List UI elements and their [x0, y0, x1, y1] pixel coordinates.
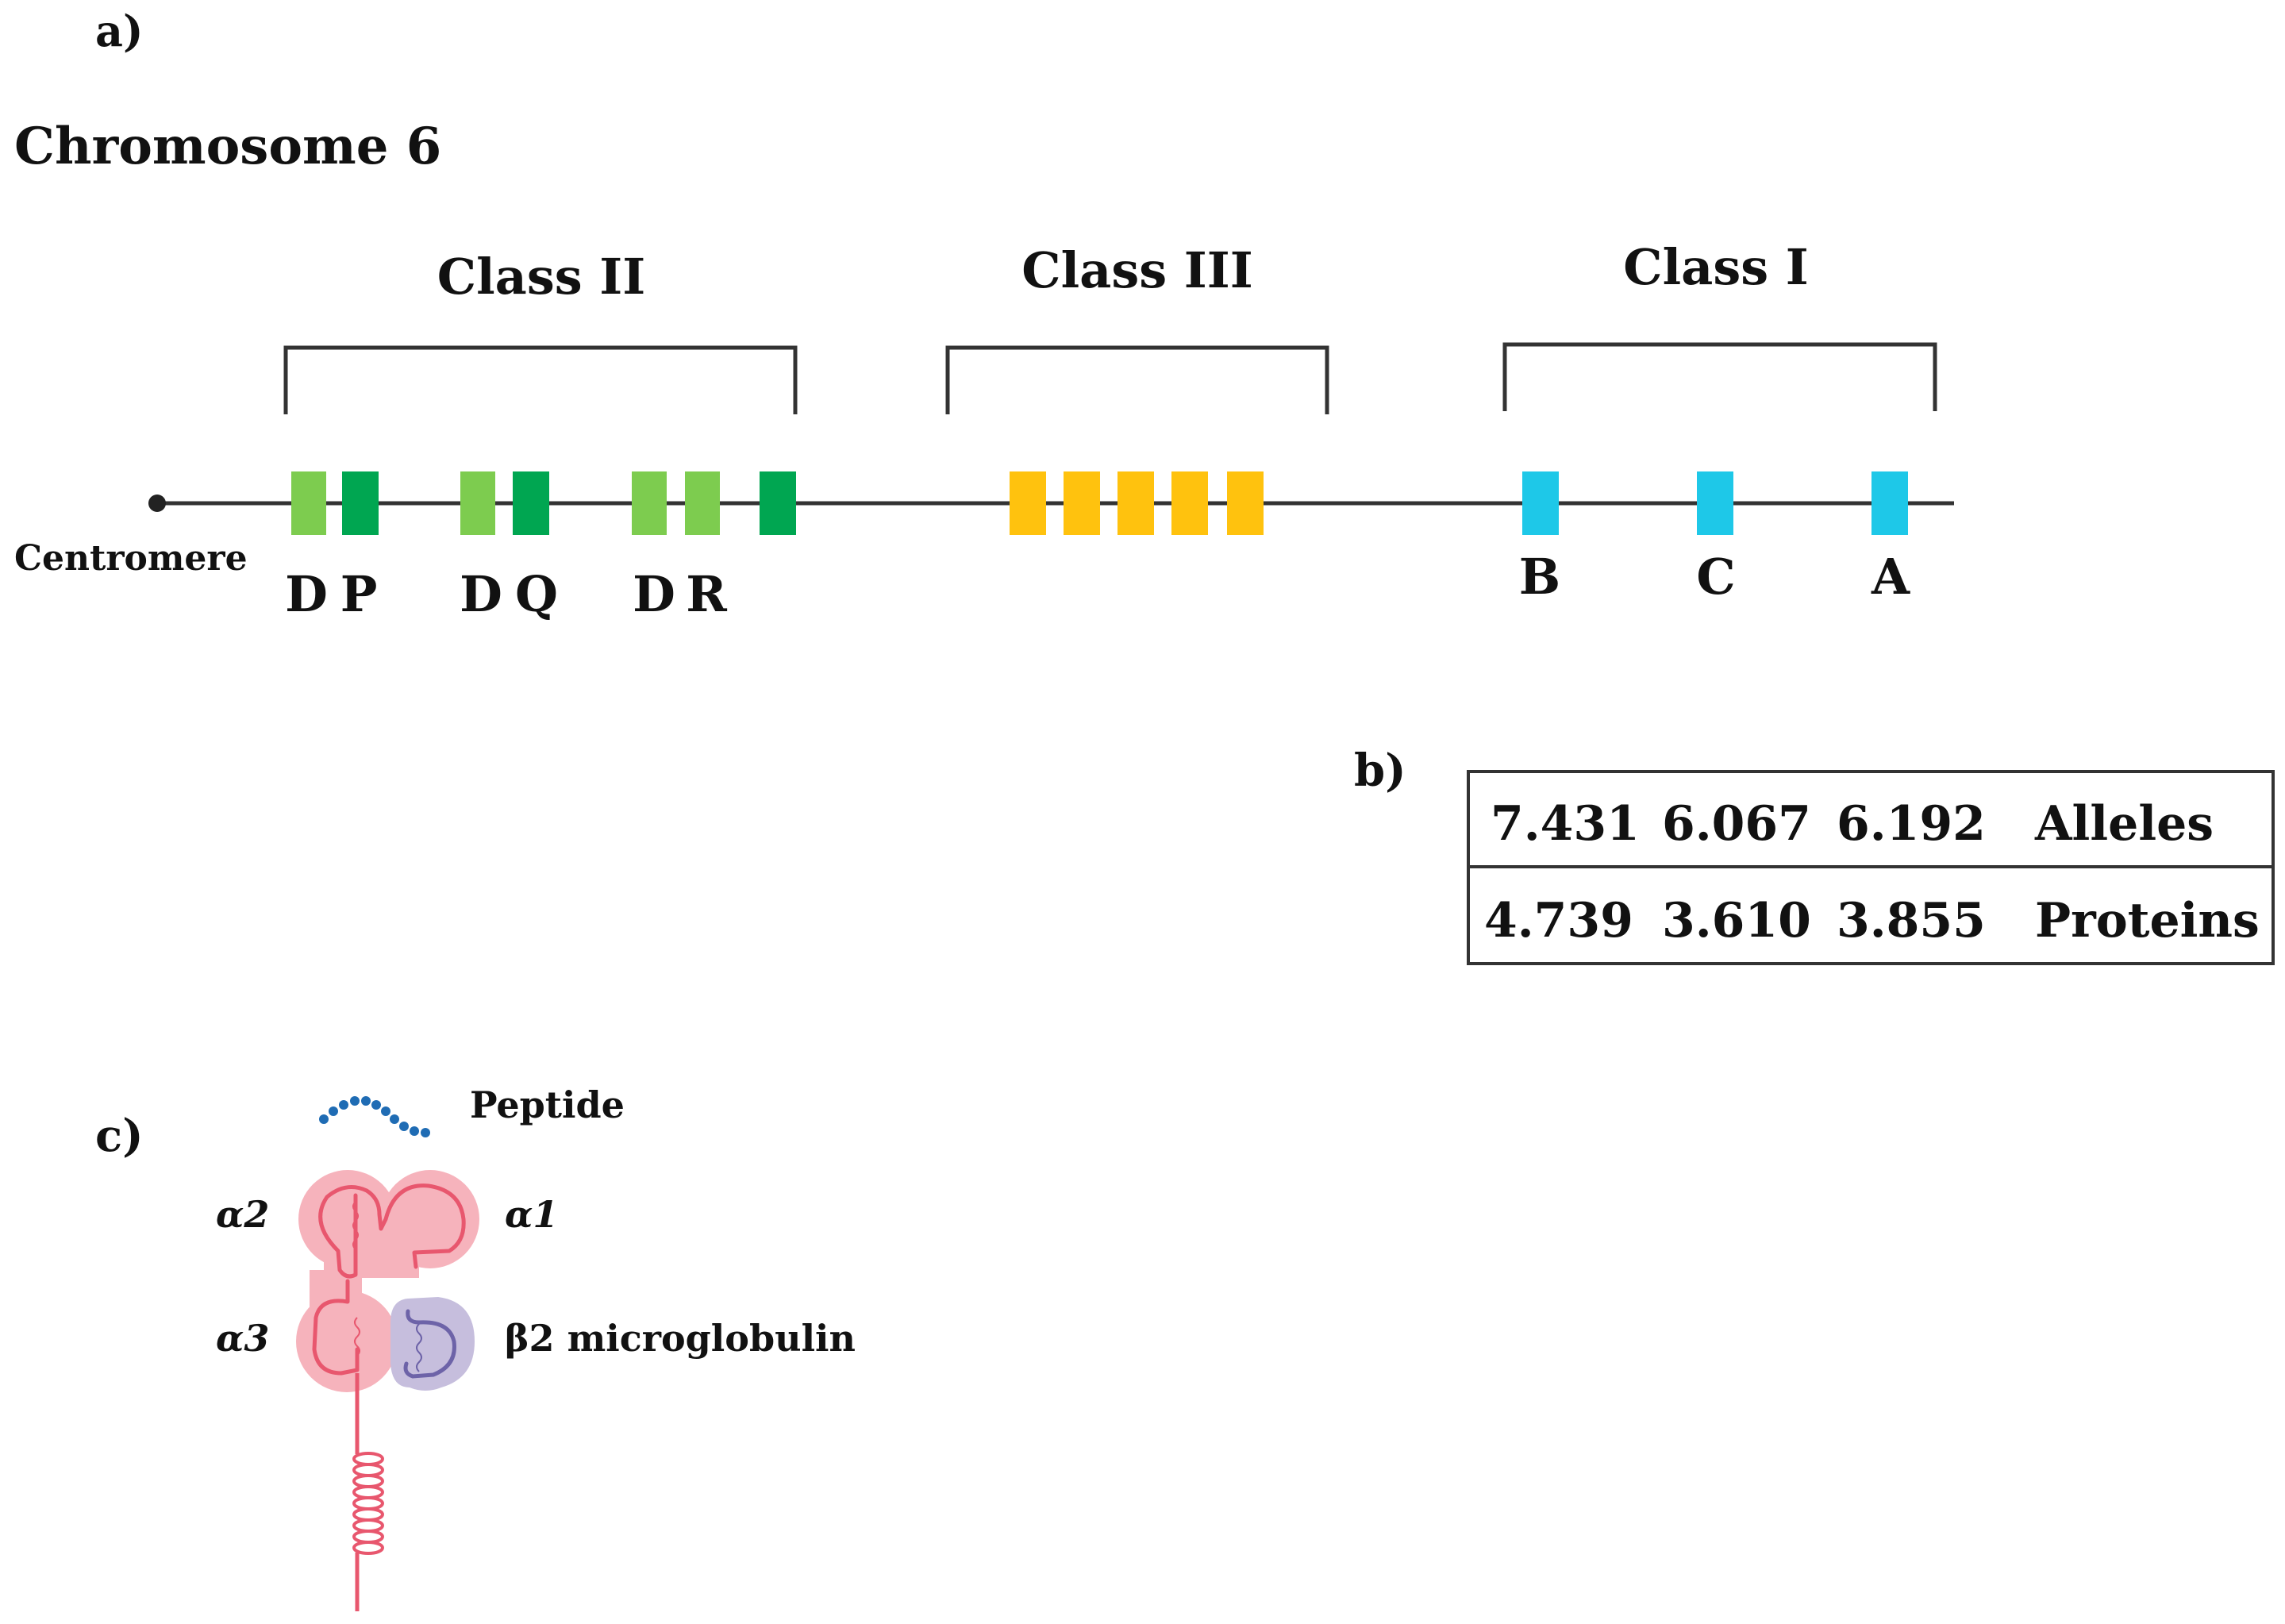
gene-label-a: A: [1871, 548, 1910, 606]
class-ii-bracket: [283, 345, 798, 414]
alpha1-label: α1: [505, 1193, 558, 1236]
heavy-chain-line: [318, 1183, 466, 1279]
centromere-dot: [148, 495, 166, 512]
table-cell: 6.192: [1837, 796, 1986, 852]
table-row-label: Proteins: [2035, 893, 2260, 949]
gene-label-dq-q: Q: [515, 565, 558, 623]
chromosome-title: Chromosome 6: [14, 117, 441, 176]
panel-label-b: b): [1354, 745, 1406, 797]
gene-box-dr-beta: [760, 471, 796, 535]
gene-box-class-iii-4: [1171, 471, 1208, 535]
gene-label-dr-d: D: [633, 565, 675, 623]
alpha2-label: α2: [216, 1193, 269, 1236]
gene-label-dp-d: D: [285, 565, 328, 623]
heavy-chain-helix: [352, 1452, 384, 1555]
centromere-label: Centromere: [14, 538, 248, 579]
gene-box-dq-alpha: [460, 471, 495, 535]
gene-box-dr-alpha-2: [685, 471, 720, 535]
gene-label-dp-p: P: [340, 565, 378, 623]
gene-box-class-iii-1: [1010, 471, 1046, 535]
gene-box-dr-alpha: [632, 471, 667, 535]
class-iii-label: Class III: [1021, 241, 1252, 299]
heavy-chain-disulfide-top: [352, 1201, 359, 1250]
peptide-chain: [319, 1096, 430, 1137]
table-row-label: Alleles: [2034, 796, 2214, 852]
alpha3-label: α3: [216, 1317, 269, 1360]
panel-label-c: c): [95, 1110, 144, 1162]
table-cell: 7.431: [1491, 796, 1640, 852]
table-cell: 6.067: [1662, 796, 1811, 852]
gene-box-class-iii-5: [1227, 471, 1264, 535]
class-i-label: Class I: [1623, 238, 1808, 296]
allele-table: 7.431 6.067 6.192 Alleles 4.739 3.610 3.…: [1467, 770, 2275, 965]
panel-label-a: a): [95, 6, 144, 56]
gene-label-c: C: [1696, 548, 1735, 606]
heavy-chain-halo: [296, 1170, 479, 1392]
gene-box-class-iii-3: [1117, 471, 1154, 535]
gene-box-a: [1871, 471, 1908, 535]
peptide-label: Peptide: [470, 1083, 625, 1126]
b2m-label: β2 microglobulin: [505, 1317, 856, 1360]
class-i-bracket: [1502, 342, 1937, 411]
heavy-chain-alpha3: [312, 1279, 360, 1376]
gene-label-dr-r: R: [686, 565, 727, 623]
table-cell: 3.855: [1837, 893, 1986, 949]
table-cell: 4.739: [1484, 893, 1633, 949]
gene-label-dq-d: D: [460, 565, 502, 623]
gene-box-dq-beta: [513, 471, 549, 535]
b2m-disulfide: [416, 1323, 422, 1372]
gene-box-class-iii-2: [1064, 471, 1100, 535]
heavy-chain-disulfide-bottom: [354, 1317, 360, 1357]
table-cell: 3.610: [1662, 893, 1811, 949]
gene-box-dp-alpha: [291, 471, 326, 535]
b2m-chain: [403, 1309, 456, 1379]
gene-box-dp-beta: [342, 471, 379, 535]
gene-box-c: [1697, 471, 1733, 535]
gene-label-b: B: [1519, 548, 1560, 606]
class-ii-label: Class II: [437, 248, 645, 306]
gene-box-b: [1522, 471, 1559, 535]
class-iii-bracket: [945, 345, 1329, 414]
